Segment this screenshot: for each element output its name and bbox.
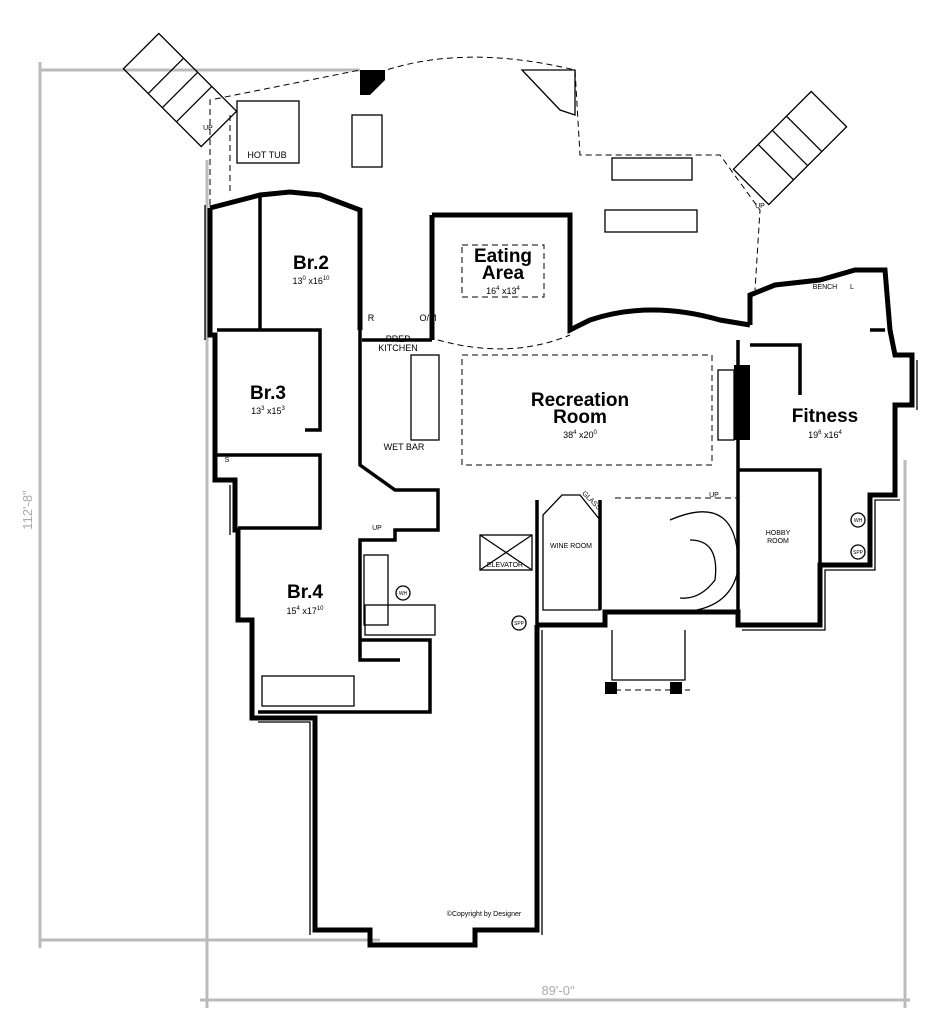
eating-area-size: 164 x134	[486, 286, 520, 296]
recreation-room-size: 384 x200	[563, 430, 597, 440]
exterior-walls	[207, 189, 915, 948]
prep-kitchen-label-2: KITCHEN	[378, 343, 418, 353]
copyright: ©Copyright by Designer	[447, 910, 522, 918]
br2-label: Br.2	[293, 253, 329, 274]
elevator-label: ELEVATOR	[487, 562, 523, 569]
spp-label: SPP	[853, 550, 864, 556]
br4-size: 154 x1710	[286, 606, 324, 616]
dimension-lines	[38, 62, 910, 1008]
fitness-size: 196 x164	[808, 430, 842, 440]
patio-stairs-left	[122, 32, 238, 148]
up-label-patio-right: UP	[755, 203, 765, 210]
depth-dimension: 112'-8"	[20, 490, 35, 530]
eating-area-label-2: Area	[482, 263, 525, 284]
porch-column	[605, 682, 617, 694]
recreation-room-label-2: Room	[553, 407, 607, 428]
column-right	[520, 69, 576, 116]
outdoor-counter	[611, 157, 693, 181]
wh-label: WH	[854, 518, 863, 524]
br4-label: Br.4	[287, 582, 323, 603]
width-dimension: 89'-0"	[541, 983, 575, 998]
hobby-room-label-2: ROOM	[767, 538, 789, 545]
br2-size: 130 x1610	[292, 276, 330, 286]
eating-arc	[437, 334, 571, 350]
patio-stairs-right	[732, 90, 848, 206]
stair-down-lower	[364, 604, 436, 636]
water-heater-right	[850, 512, 866, 528]
eating-rug	[461, 244, 545, 298]
exterior-walls-outer	[204, 205, 918, 935]
refrigerator-label: R	[368, 313, 375, 323]
porch-column	[670, 682, 682, 694]
bench-label: BENCH	[813, 284, 838, 291]
hot-tub	[236, 100, 300, 164]
linen-label: L	[850, 284, 854, 291]
sump-pump-left	[511, 615, 527, 631]
up-label-patio-left: UP	[203, 125, 213, 132]
br3-size: 133 x153	[251, 406, 285, 416]
outdoor-fireplace	[604, 209, 698, 233]
sump-pump-right	[850, 544, 866, 560]
fireplace-hearth	[717, 369, 735, 441]
br3-label: Br.3	[250, 383, 286, 404]
elevator-x	[479, 534, 533, 571]
water-heater-left	[395, 585, 411, 601]
up-label-stair: UP	[372, 525, 382, 532]
wine-room-walls	[542, 494, 601, 611]
stair-down	[363, 554, 389, 626]
closet-br4	[261, 675, 355, 707]
interior-walls	[217, 195, 885, 714]
spiral-stair	[669, 511, 739, 613]
recreation-rug	[461, 354, 713, 466]
grill-counter	[351, 114, 383, 168]
wet-bar-label: WET BAR	[384, 442, 425, 452]
oven-microwave-label: O/M	[420, 313, 437, 323]
fitness-label: Fitness	[792, 406, 859, 427]
recreation-room-label-1: Recreation	[531, 390, 629, 411]
patio-outline	[209, 56, 761, 291]
column-left	[360, 70, 385, 95]
fireplace	[734, 365, 750, 440]
prep-kitchen-label-1: PREP	[386, 334, 411, 344]
elevator	[479, 534, 533, 571]
hobby-room-label-1: HOBBY	[766, 530, 791, 537]
up-label-spiral: UP	[709, 492, 719, 499]
wine-room-label: WINE ROOM	[550, 543, 592, 550]
wet-bar-counter	[410, 354, 440, 441]
hot-tub-label: HOT TUB	[247, 150, 286, 160]
wh-label: WH	[399, 591, 408, 597]
eating-area-label-1: Eating	[474, 246, 532, 267]
storage-label: S	[225, 457, 230, 464]
spp-label: SPP	[514, 621, 525, 627]
